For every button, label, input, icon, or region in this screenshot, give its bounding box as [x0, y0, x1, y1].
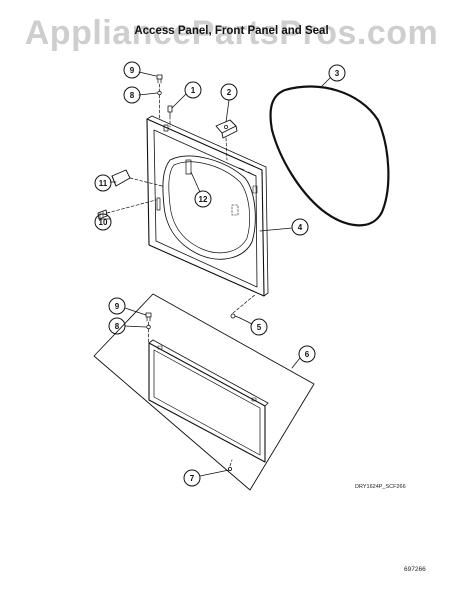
callout-circle-4 [291, 218, 309, 236]
access-panel [148, 339, 269, 463]
callout-circle-9-bottom [108, 297, 126, 315]
callout-circle-8-bottom [108, 317, 126, 335]
drawing-code: DRY1624P_SCF266 [355, 484, 406, 490]
callout-circle-11 [94, 174, 112, 192]
callout-circle-9-top [123, 61, 141, 79]
callout-circle-2 [220, 83, 238, 101]
callout-labels: 9 8 1 2 3 11 12 10 4 9 8 5 6 7 [99, 66, 340, 483]
door-seal [269, 85, 390, 227]
callout-8-top: 8 [130, 91, 135, 100]
callout-circle-12 [194, 190, 212, 208]
callout-12: 12 [199, 195, 208, 204]
callout-circle-1 [184, 81, 202, 99]
callout-circle-7 [183, 469, 201, 487]
callout-5: 5 [257, 323, 262, 332]
bracket-part [215, 119, 238, 139]
diagram-title: Access Panel, Front Panel and Seal [134, 25, 329, 37]
callout-8-bottom: 8 [115, 322, 120, 331]
badge-part [111, 169, 131, 187]
screw-part-5 [230, 313, 241, 319]
callout-9-bottom: 9 [115, 302, 120, 311]
callout-10: 10 [99, 218, 108, 227]
callout-circle-8-top [123, 86, 141, 104]
callout-circle-3 [328, 64, 346, 82]
callout-circle-6 [298, 345, 316, 363]
callout-9-top: 9 [130, 66, 135, 75]
callout-2: 2 [227, 88, 232, 97]
callout-7: 7 [190, 474, 195, 483]
callout-4: 4 [298, 223, 303, 232]
callout-circle-10 [94, 213, 112, 231]
callout-3: 3 [335, 69, 340, 78]
callout-1: 1 [191, 86, 196, 95]
watermark-text: AppliancePartsPros.com [24, 14, 439, 52]
callout-circle-5 [250, 318, 268, 336]
callout-circles [94, 61, 346, 487]
access-panel-group-outline [93, 293, 315, 491]
front-panel [146, 115, 269, 297]
callout-11: 11 [99, 179, 108, 188]
screw-parts-bottom [145, 312, 232, 471]
page-number: 697266 [404, 566, 426, 573]
assembly-dashed-lines [106, 83, 257, 467]
callout-6: 6 [305, 350, 310, 359]
